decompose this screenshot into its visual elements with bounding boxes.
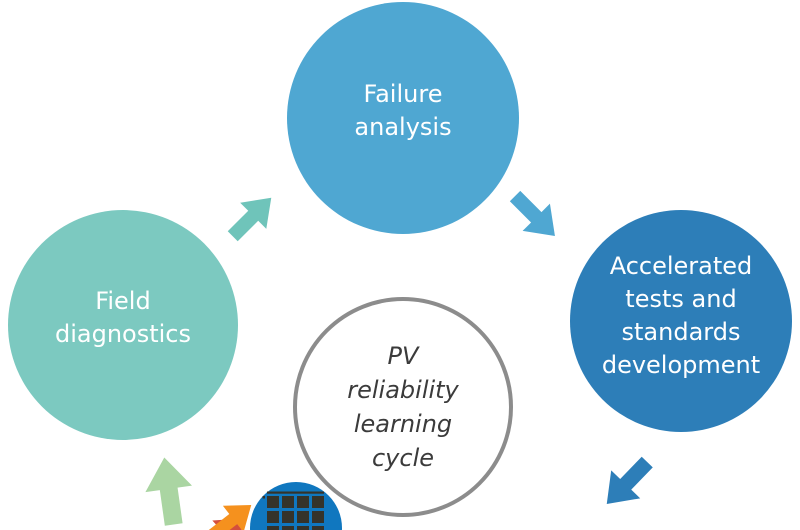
arrow-accelerated-down-icon: [606, 456, 653, 504]
accelerated-tests-line: development: [601, 351, 761, 379]
accelerated-tests-label: Accelerated tests and standards developm…: [602, 250, 760, 392]
failure-analysis-line: Failure: [363, 80, 443, 108]
failure-analysis-label: Failure analysis: [354, 78, 451, 158]
center-cycle-label: PV reliability learning cycle: [347, 339, 459, 475]
arrow-module-orange-icon: [208, 504, 252, 530]
accelerated-tests-line: tests and: [625, 285, 737, 313]
center-cycle-line: reliability: [347, 376, 459, 404]
center-cycle-circle: PV reliability learning cycle: [293, 297, 513, 517]
center-cycle-line: PV: [387, 342, 419, 370]
arrow-field-to-failure-icon: [227, 197, 272, 242]
accelerated-tests-line: Accelerated: [609, 252, 753, 280]
center-cycle-line: cycle: [371, 444, 435, 472]
accelerated-tests-line: standards: [621, 318, 741, 346]
field-diagnostics-line: Field: [95, 287, 151, 315]
field-diagnostics-line: diagnostics: [54, 320, 192, 348]
failure-analysis-line: analysis: [354, 113, 452, 141]
arrow-failure-to-accelerated-icon: [509, 190, 555, 236]
arrow-bottom-to-field-icon: [145, 457, 192, 526]
node-failure-analysis: Failure analysis: [287, 2, 519, 234]
node-accelerated-tests: Accelerated tests and standards developm…: [570, 210, 792, 432]
field-diagnostics-label: Field diagnostics: [55, 285, 191, 365]
center-cycle-line: learning: [353, 410, 453, 438]
node-field-diagnostics: Field diagnostics: [8, 210, 238, 440]
arrow-module-red-icon: [199, 518, 244, 530]
pv-module-icon: [250, 482, 342, 530]
